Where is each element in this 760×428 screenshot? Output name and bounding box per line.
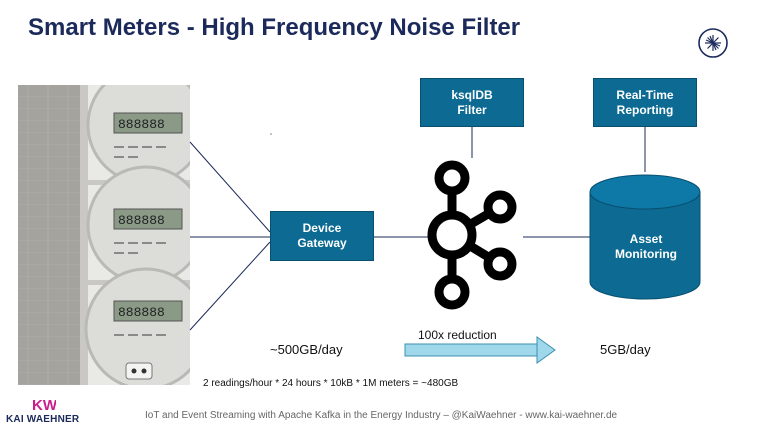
meter-3: 888888 <box>84 267 190 385</box>
meter-2: 888888 <box>86 165 190 285</box>
output-rate-label: 5GB/day <box>600 342 651 357</box>
kw-brand-mark-icon: KW <box>32 397 56 413</box>
reduction-label: 100x reduction <box>418 328 497 342</box>
brand-name: KAI WAEHNER <box>6 414 80 425</box>
svg-text:KW: KW <box>32 397 56 413</box>
slide-footer: IoT and Event Streaming with Apache Kafk… <box>145 410 618 421</box>
reduction-arrow <box>404 336 556 364</box>
meter-3-display: 888888 <box>118 305 165 320</box>
slide-title: Smart Meters - High Frequency Noise Filt… <box>28 14 521 41</box>
device-gateway-box: Device Gateway <box>270 211 374 261</box>
meter-2-display: 888888 <box>118 213 165 228</box>
connector-meter-1 <box>189 141 271 233</box>
asset-monitoring-label: Asset Monitoring <box>615 232 677 261</box>
meter-1: 888888 <box>86 85 190 185</box>
ksqldb-filter-box: ksqlDB Filter <box>420 78 524 127</box>
input-rate-label: ~500GB/day <box>270 342 343 357</box>
connector-meter-3 <box>189 241 271 331</box>
asset-monitoring-cylinder <box>589 174 701 300</box>
smart-meters-image: 888888 888888 888888 <box>18 85 190 385</box>
confluent-logo-icon <box>698 28 728 58</box>
kafka-logo-icon <box>427 160 517 310</box>
meter-1-display: 888888 <box>118 117 165 132</box>
calculation-label: 2 readings/hour * 24 hours * 10kB * 1M m… <box>203 378 459 389</box>
realtime-reporting-box: Real-Time Reporting <box>593 78 697 127</box>
